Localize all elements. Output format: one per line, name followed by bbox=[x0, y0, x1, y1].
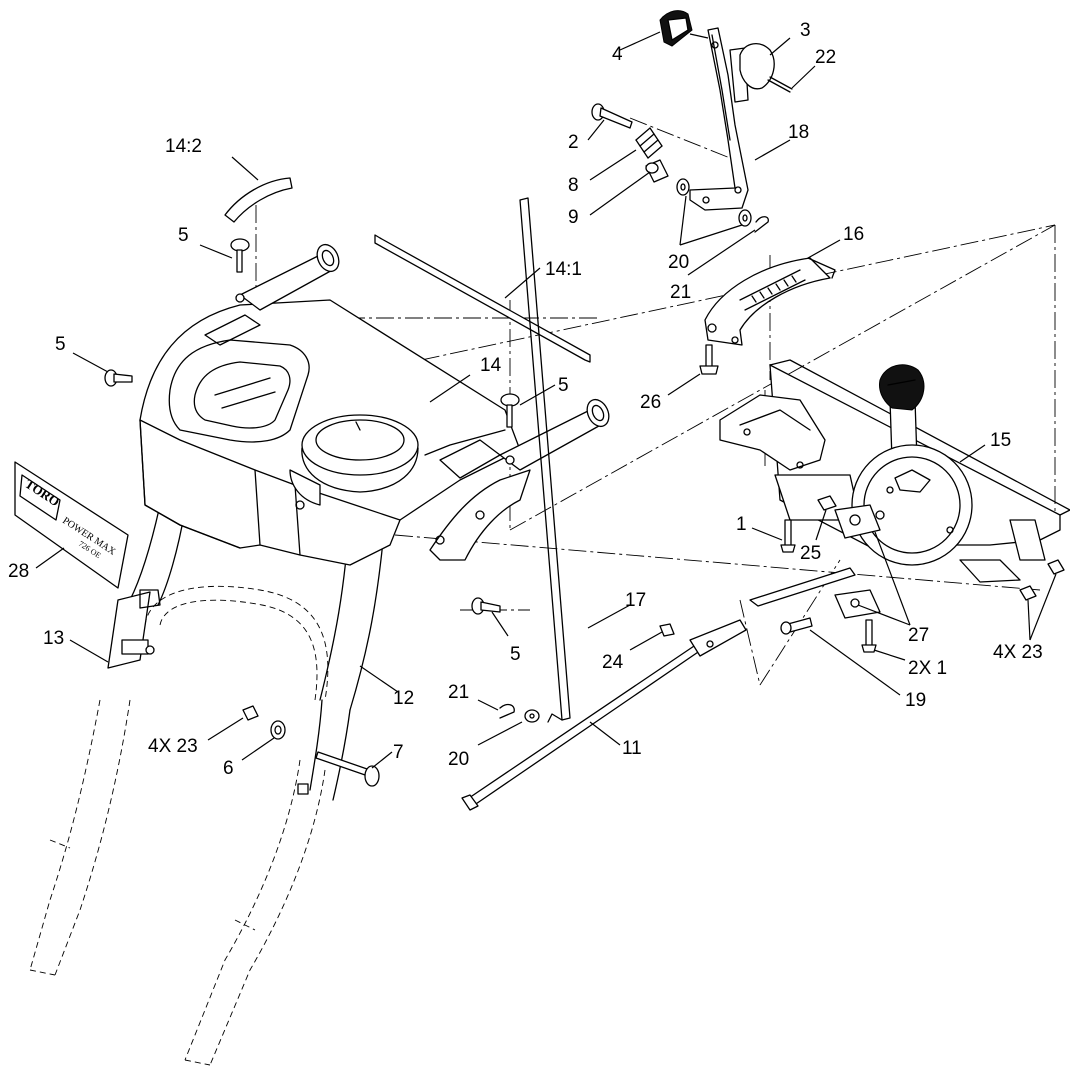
callout-4: 4 bbox=[612, 44, 623, 65]
callout-25: 25 bbox=[800, 543, 821, 564]
callout-13: 13 bbox=[43, 628, 64, 649]
control-panel-14 bbox=[139, 299, 521, 566]
chute-bracket-15 bbox=[719, 359, 1070, 653]
callout-20-top: 20 bbox=[668, 252, 689, 273]
callout-6: 6 bbox=[223, 758, 234, 779]
decal-14-2 bbox=[224, 177, 293, 223]
control-rod-17 bbox=[499, 197, 571, 723]
callout-5-right: 5 bbox=[558, 375, 569, 396]
decal-14-1 bbox=[374, 234, 591, 363]
callout-8: 8 bbox=[568, 175, 579, 196]
callout-11: 11 bbox=[622, 738, 642, 759]
callout-15: 15 bbox=[990, 430, 1011, 451]
decal-28: TORO POWER MAX 726 OE bbox=[14, 461, 129, 589]
callout-4x23-right: 4X 23 bbox=[993, 642, 1043, 663]
callout-16: 16 bbox=[843, 224, 864, 245]
callout-5-low: 5 bbox=[510, 644, 521, 665]
screws-5 bbox=[104, 238, 520, 615]
handle-grips bbox=[139, 243, 610, 609]
callout-18: 18 bbox=[788, 122, 809, 143]
callout-17: 17 bbox=[625, 590, 646, 611]
callout-5-left: 5 bbox=[55, 334, 66, 355]
callout-3: 3 bbox=[800, 20, 811, 41]
callout-14: 14 bbox=[480, 355, 502, 376]
callout-1: 1 bbox=[736, 514, 747, 535]
lower-handle-12-13 bbox=[29, 504, 386, 1066]
index-plate-16 bbox=[699, 257, 836, 375]
callout-20-low: 20 bbox=[448, 749, 469, 770]
control-rod-11 bbox=[461, 619, 747, 811]
shift-lever-18 bbox=[659, 10, 793, 211]
callout-7: 7 bbox=[393, 742, 404, 763]
callout-5-top: 5 bbox=[178, 225, 189, 246]
callout-12: 12 bbox=[393, 688, 414, 709]
leader-lines bbox=[35, 31, 1057, 769]
callout-2: 2 bbox=[568, 132, 579, 153]
callout-19: 19 bbox=[905, 690, 926, 711]
callout-9: 9 bbox=[568, 207, 579, 228]
callout-24: 24 bbox=[602, 652, 624, 673]
pivot-parts bbox=[591, 103, 769, 233]
callout-22: 22 bbox=[815, 47, 836, 68]
callout-2x1: 2X 1 bbox=[908, 658, 947, 679]
hardware-6-7-23 bbox=[242, 705, 380, 787]
callout-4x23-left: 4X 23 bbox=[148, 736, 198, 757]
callout-21-top: 21 bbox=[670, 282, 691, 303]
callout-14-2: 14:2 bbox=[165, 136, 202, 157]
callout-labels: 14:2 5 5 14:1 14 5 4 3 22 2 18 8 9 20 21… bbox=[8, 20, 1043, 779]
callout-21-low: 21 bbox=[448, 682, 469, 703]
callout-26: 26 bbox=[640, 392, 661, 413]
callout-27: 27 bbox=[908, 625, 929, 646]
callout-28: 28 bbox=[8, 561, 29, 582]
callout-14-1: 14:1 bbox=[545, 259, 582, 280]
